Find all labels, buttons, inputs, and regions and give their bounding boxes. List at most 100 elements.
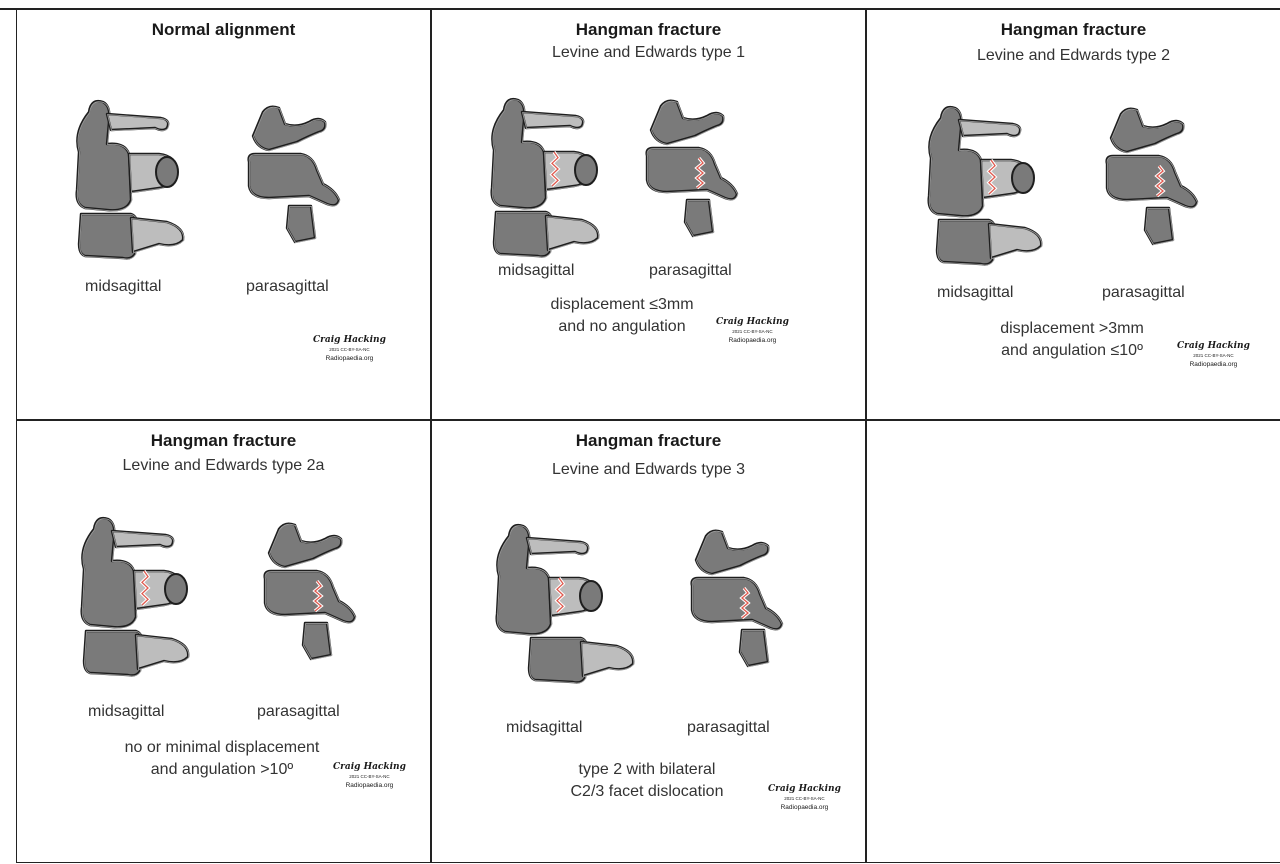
- c3-posterior-element-highlight: [546, 216, 600, 252]
- c3-posterior-element: [579, 640, 635, 678]
- c3-posterior-element-highlight: [136, 635, 190, 671]
- label-midsagittal: midsagittal: [88, 703, 165, 720]
- parasagittal-diagram: [1105, 107, 1199, 246]
- c3-body: [527, 636, 589, 684]
- panel-type-2: Hangman fracture Levine and Edwards type…: [867, 10, 1280, 419]
- c1-lateral-mass-highlight: [696, 530, 770, 576]
- label-parasagittal: parasagittal: [246, 278, 329, 295]
- c1-lateral-mass-highlight: [253, 106, 327, 152]
- c2-lateral-mass-highlight: [646, 148, 739, 201]
- parasagittal-diagram: [645, 99, 739, 238]
- panel-subtitle: Levine and Edwards type 2: [976, 47, 1170, 64]
- panel-grid: [16, 9, 1280, 863]
- panel-type-1: Hangman fracture Levine and Edwards type…: [432, 10, 865, 419]
- c3-articular-pillar: [1143, 206, 1175, 246]
- fracture-line: [313, 580, 323, 612]
- c1-arch-highlight: [112, 531, 175, 549]
- c3-body: [77, 212, 139, 260]
- description-line-2: and no angulation: [558, 318, 686, 335]
- c1-lateral-mass: [649, 99, 725, 146]
- top-border: [0, 8, 1280, 10]
- parasagittal-diagram: [690, 529, 784, 668]
- c2-lateral-mass-highlight: [248, 154, 341, 207]
- credit-signature: Craig Hacking: [1177, 341, 1250, 351]
- c2-lateral-mass-highlight: [264, 571, 357, 624]
- description-line-2: and angulation >10º: [150, 761, 294, 778]
- c1-arch-highlight: [522, 112, 585, 130]
- c3-articular-pillar-highlight: [303, 623, 333, 661]
- c3-body: [82, 629, 144, 677]
- c2-spinous-process: [155, 156, 179, 188]
- description-line-1: no or minimal displacement: [124, 739, 320, 756]
- fracture-line: [556, 577, 564, 613]
- description-line-1: displacement >3mm: [1000, 320, 1144, 337]
- panel-subtitle: Levine and Edwards type 1: [551, 44, 745, 61]
- credit-site: Radiopaedia.org: [345, 782, 394, 789]
- c1-lateral-mass: [1109, 107, 1185, 154]
- c3-articular-pillar: [285, 204, 317, 244]
- fracture-line: [740, 587, 750, 619]
- description-line-1: displacement ≤3mm: [550, 296, 694, 313]
- credit-stamp: Craig Hacking 2021 CC-BY-SA-NC Radiopaed…: [768, 785, 841, 812]
- panel-title: Hangman fracture: [575, 431, 722, 450]
- c3-posterior-element-highlight: [989, 224, 1043, 260]
- label-parasagittal: parasagittal: [649, 262, 732, 279]
- credit-license: 2021 CC-BY-SA-NC: [784, 796, 825, 801]
- c2-spinous-process: [164, 573, 188, 605]
- c2-spinous-process: [579, 580, 603, 612]
- c3-posterior-element: [129, 216, 185, 254]
- grid-divider-2: [865, 9, 867, 863]
- grid-divider-row: [16, 419, 1280, 421]
- c3-articular-pillar-highlight: [287, 206, 317, 244]
- panel-subtitle: Levine and Edwards type 2a: [122, 457, 325, 474]
- fracture-line: [695, 157, 705, 189]
- credit-license: 2021 CC-BY-SA-NC: [1193, 353, 1234, 358]
- c3-posterior-element: [134, 633, 190, 671]
- grid-divider-1: [430, 9, 432, 863]
- credit-site: Radiopaedia.org: [325, 355, 374, 362]
- credit-license: 2021 CC-BY-SA-NC: [329, 347, 370, 352]
- label-parasagittal: parasagittal: [257, 703, 340, 720]
- panel-title: Hangman fracture: [575, 20, 722, 39]
- credit-site: Radiopaedia.org: [780, 804, 829, 811]
- panel-normal-alignment: Normal alignment midsagittal parasagitta…: [17, 10, 430, 419]
- credit-site: Radiopaedia.org: [1189, 361, 1238, 368]
- credit-stamp: Craig Hacking 2021 CC-BY-SA-NC Radiopaed…: [313, 336, 386, 363]
- credit-signature: Craig Hacking: [313, 335, 386, 345]
- c3-articular-pillar-highlight: [740, 630, 770, 668]
- label-parasagittal: parasagittal: [687, 719, 770, 736]
- c3-posterior-element-highlight: [581, 642, 635, 678]
- c2-body-highlight: [81, 518, 138, 629]
- label-midsagittal: midsagittal: [506, 719, 583, 736]
- c1-arch-highlight: [107, 114, 170, 132]
- c1-lateral-mass: [267, 522, 343, 569]
- c1-lateral-mass-highlight: [651, 100, 725, 146]
- c3-articular-pillar: [301, 621, 333, 661]
- fracture-line: [141, 570, 149, 606]
- midsagittal-diagram: [80, 516, 190, 677]
- credit-signature: Craig Hacking: [333, 762, 406, 772]
- label-parasagittal: parasagittal: [1102, 284, 1185, 301]
- c2-body-highlight: [76, 101, 133, 212]
- midsagittal-diagram: [495, 523, 635, 684]
- c3-articular-pillar-highlight: [1145, 208, 1175, 246]
- label-midsagittal: midsagittal: [937, 284, 1014, 301]
- c2-body-highlight: [496, 525, 553, 636]
- credit-stamp: Craig Hacking 2021 CC-BY-SA-NC Radiopaed…: [333, 763, 406, 790]
- label-midsagittal: midsagittal: [85, 278, 162, 295]
- panel-title: Hangman fracture: [150, 431, 297, 450]
- c3-articular-pillar: [738, 628, 770, 668]
- panel-subtitle: Levine and Edwards type 3: [551, 461, 745, 478]
- c2-spinous-process: [574, 154, 598, 186]
- credit-site: Radiopaedia.org: [728, 337, 777, 344]
- credit-signature: Craig Hacking: [716, 317, 789, 327]
- midsagittal-diagram: [490, 97, 600, 258]
- description-line-2: and angulation ≤10º: [1001, 342, 1143, 359]
- c3-posterior-element: [544, 214, 600, 252]
- c2-lateral-mass-highlight: [691, 578, 784, 631]
- c3-articular-pillar-highlight: [685, 200, 715, 238]
- credit-signature: Craig Hacking: [768, 784, 841, 794]
- c2-spinous-process: [1011, 162, 1035, 194]
- c2-lateral-mass-highlight: [1106, 156, 1199, 209]
- panel-description: type 2 with bilateral C2/3 facet disloca…: [542, 759, 752, 803]
